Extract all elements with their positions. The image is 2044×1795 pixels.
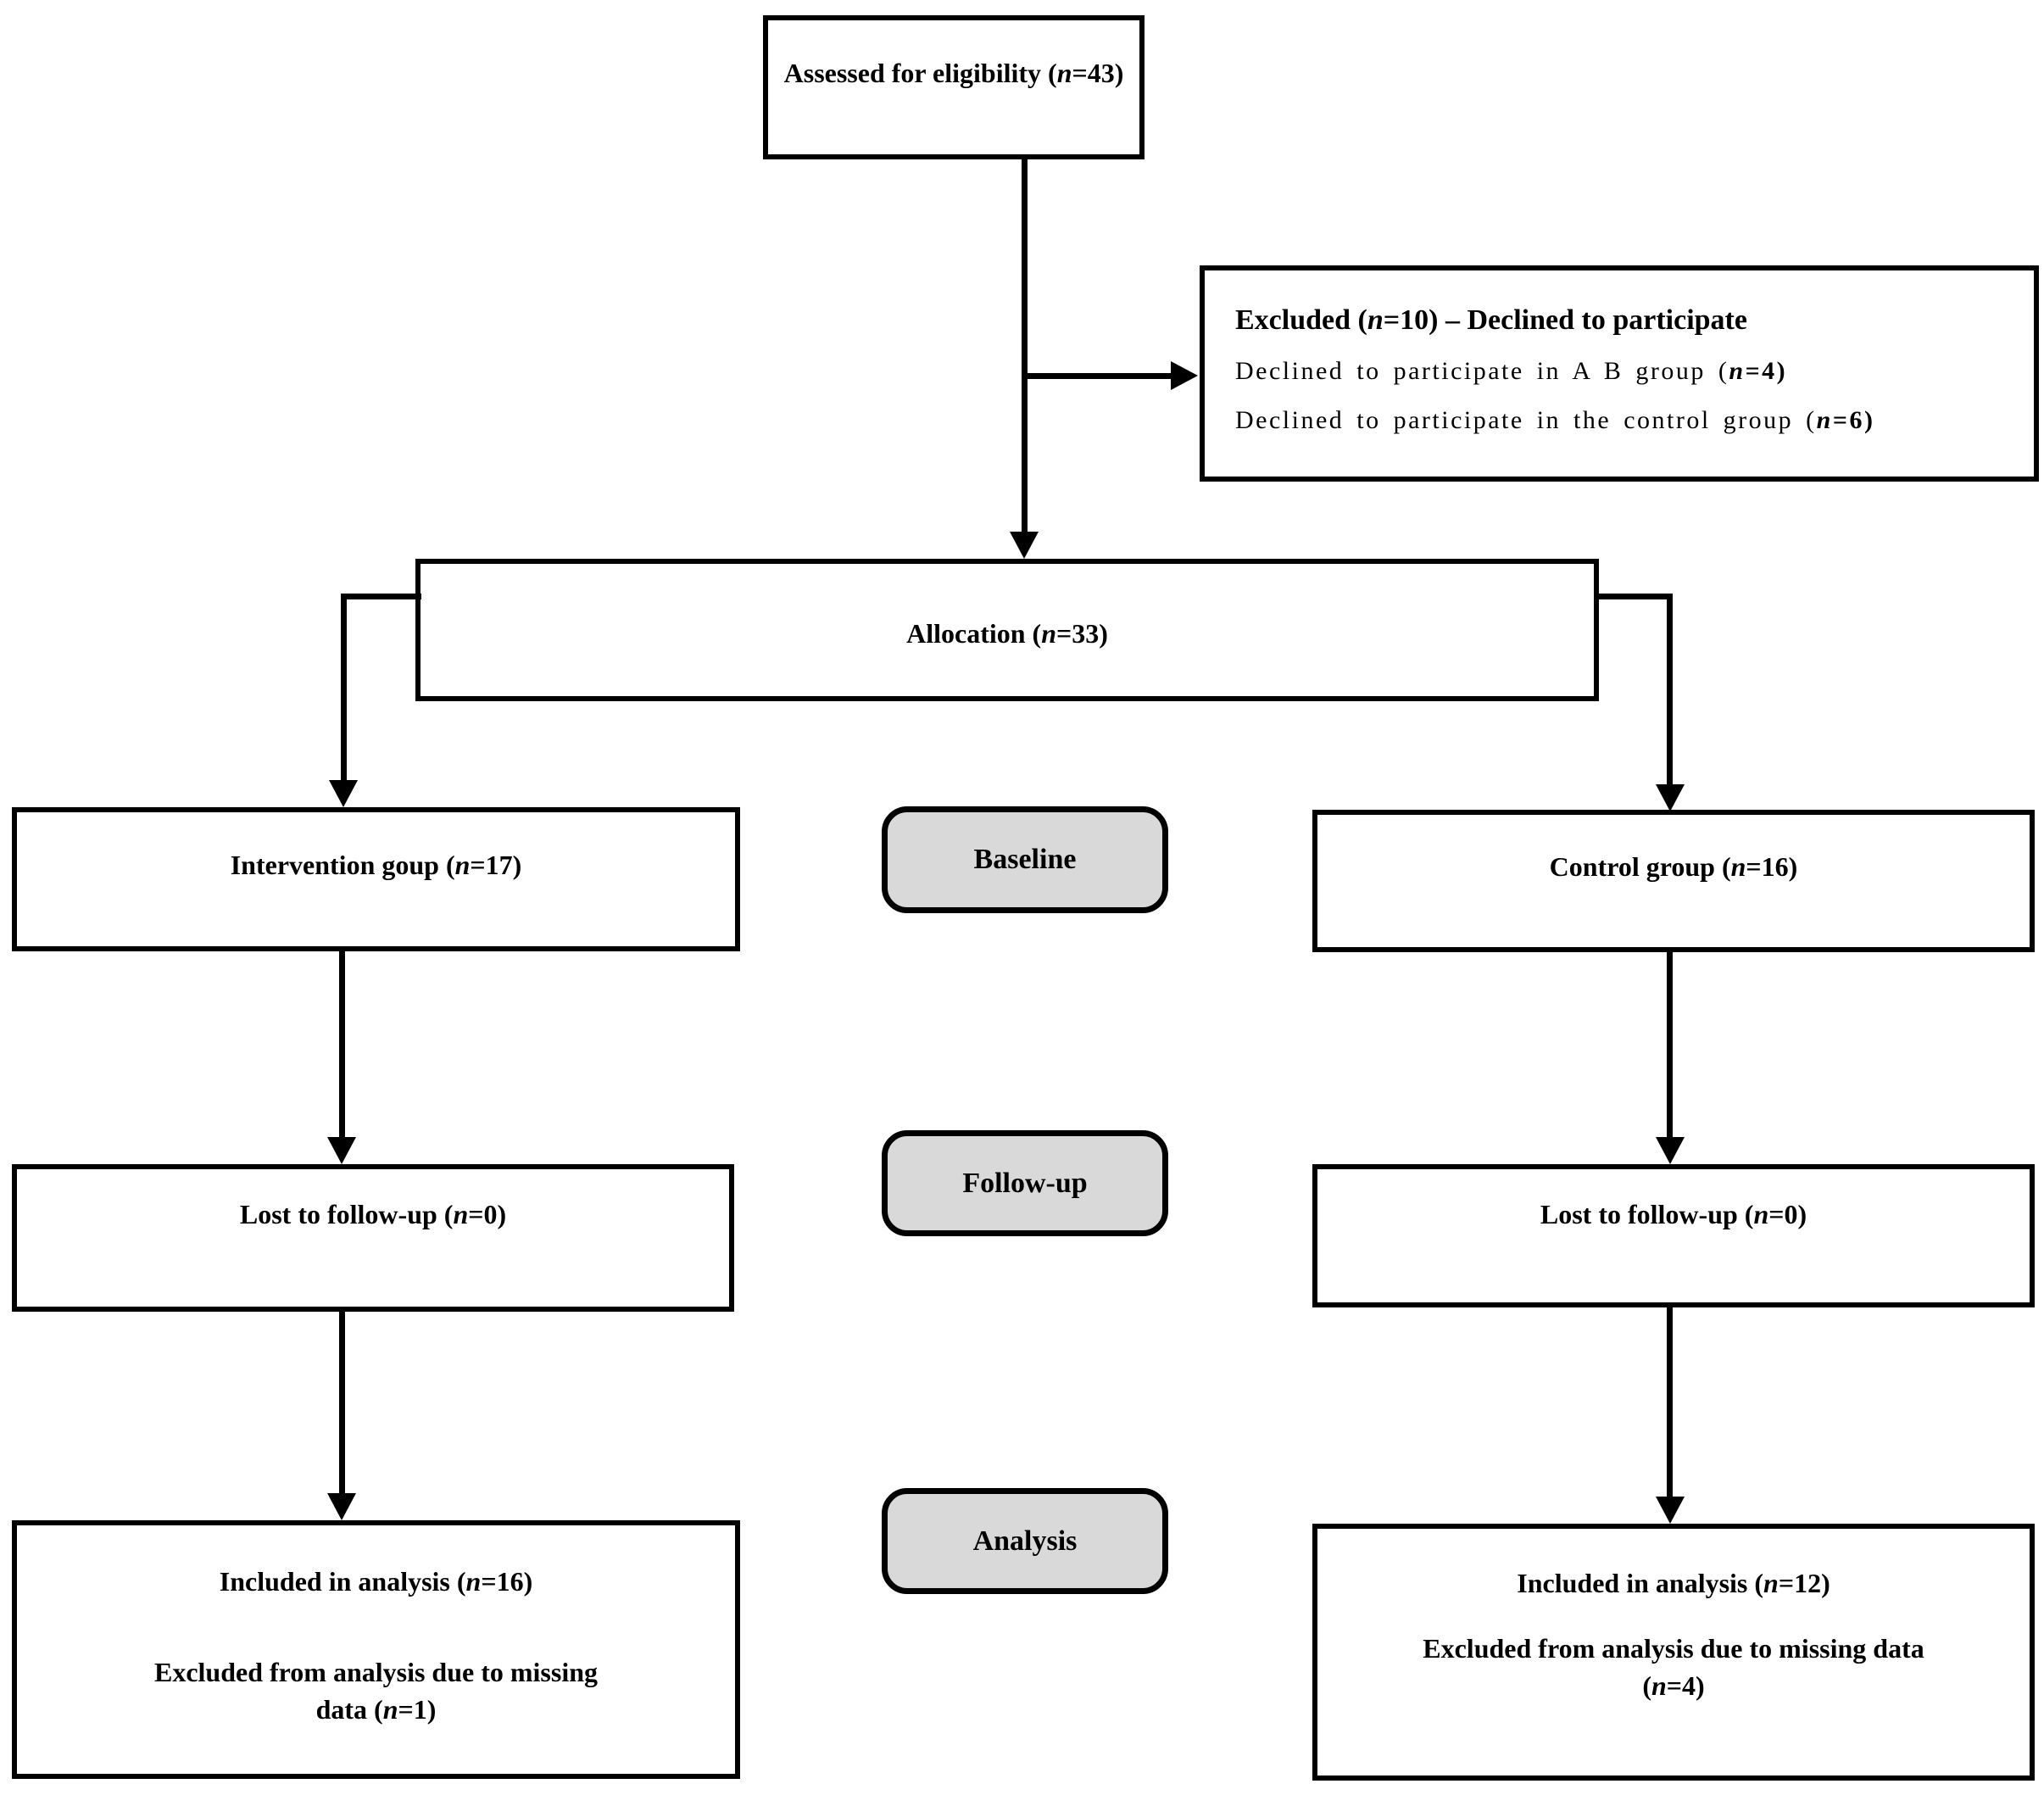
label-text: Excluded from analysis due to missing: [153, 1657, 599, 1687]
n-symbol: n: [453, 1199, 469, 1229]
n-symbol: n: [1753, 1199, 1769, 1229]
excluded-from-analysis-label: Excluded from analysis due to missing da…: [1317, 1630, 2030, 1667]
n-symbol: n: [382, 1694, 398, 1725]
label-text: =16): [481, 1566, 533, 1597]
line-allocation-left-horizontal: [341, 594, 421, 599]
excluded-from-analysis-label-line2: (n=4): [1317, 1667, 2030, 1704]
excluded-from-analysis-label: Excluded from analysis due to missing: [17, 1653, 735, 1691]
label-text: =10) – Declined to participate: [1383, 304, 1747, 336]
label-text: =0): [1768, 1199, 1807, 1229]
label-text: Excluded from analysis due to missing da…: [1423, 1633, 1924, 1664]
line-allocation-to-control: [1667, 594, 1673, 789]
label-text: =0): [468, 1199, 507, 1229]
line-control-to-lost: [1667, 952, 1673, 1142]
label-text: data (: [315, 1694, 383, 1725]
arrowhead-to-control: [1656, 784, 1685, 811]
lost-left-label: Lost to follow-up (n=0): [17, 1196, 729, 1233]
label-text: =4): [1745, 357, 1788, 385]
line-intervention-to-lost: [339, 951, 345, 1142]
label-text: =4): [1666, 1670, 1705, 1701]
label-text: Intervention goup (: [230, 850, 455, 880]
analysis-control-box: Included in analysis (n=12) Excluded fro…: [1312, 1524, 2035, 1781]
line-allocation-to-intervention: [341, 594, 347, 787]
allocation-label: Allocation (n=33): [420, 615, 1594, 652]
assessed-for-eligibility-box: Assessed for eligibility (n=43): [763, 15, 1145, 159]
line-lost-to-analysis-left: [339, 1312, 345, 1498]
label-text: =1): [398, 1694, 437, 1725]
excluded-from-analysis-label-line2: data (n=1): [17, 1691, 735, 1728]
excluded-box: Excluded (n=10) – Declined to participat…: [1200, 265, 2039, 482]
label-text: Declined to participate in the control g…: [1235, 406, 1817, 434]
label-text: Included in analysis (: [219, 1566, 466, 1597]
n-symbol: n: [454, 850, 471, 880]
excluded-reason-control-group: Declined to participate in the control g…: [1235, 403, 2017, 438]
n-symbol: n: [1041, 618, 1056, 649]
intervention-group-box: Intervention goup (n=17): [12, 807, 740, 951]
arrowhead-to-intervention: [329, 780, 358, 807]
n-symbol: n: [465, 1566, 482, 1597]
line-to-excluded: [1022, 373, 1171, 379]
label-text: Declined to participate in A B group (: [1235, 357, 1729, 385]
excluded-reason-ab-group: Declined to participate in A B group (n=…: [1235, 354, 2017, 389]
assessed-label: Assessed for eligibility (n=43): [768, 54, 1139, 92]
intervention-label: Intervention goup (n=17): [17, 846, 735, 884]
analysis-intervention-box: Included in analysis (n=16) Excluded fro…: [12, 1520, 740, 1779]
analysis-stage-label: Analysis: [882, 1488, 1168, 1594]
label-text: (: [1642, 1670, 1651, 1701]
n-symbol: n: [1367, 304, 1384, 336]
arrowhead-to-analysis-left: [327, 1493, 356, 1520]
n-symbol: n: [1763, 1568, 1779, 1598]
label-text: Excluded (: [1235, 304, 1367, 336]
control-label: Control group (n=16): [1317, 848, 2030, 885]
lost-to-followup-control-box: Lost to follow-up (n=0): [1312, 1164, 2035, 1307]
n-symbol: n: [1056, 58, 1072, 88]
allocation-box: Allocation (n=33): [415, 559, 1599, 701]
baseline-stage-label: Baseline: [882, 806, 1168, 913]
label-text: =17): [470, 850, 522, 880]
label-text: Allocation (: [906, 618, 1042, 649]
analysis-text: Analysis: [972, 1525, 1078, 1557]
label-text: Lost to follow-up (: [1540, 1199, 1754, 1229]
label-text: =33): [1056, 618, 1108, 649]
arrowhead-to-allocation: [1010, 532, 1039, 559]
followup-text: Follow-up: [962, 1167, 1088, 1199]
n-symbol: n: [1816, 406, 1833, 434]
label-text: =6): [1832, 406, 1875, 434]
followup-stage-label: Follow-up: [882, 1130, 1168, 1236]
lost-right-label: Lost to follow-up (n=0): [1317, 1196, 2030, 1233]
line-allocation-right-horizontal: [1598, 594, 1673, 599]
label-text: =16): [1746, 851, 1798, 882]
label-text: Assessed for eligibility (: [783, 58, 1057, 88]
n-symbol: n: [1651, 1670, 1667, 1701]
included-in-analysis-label: Included in analysis (n=16): [17, 1563, 735, 1600]
line-lost-to-analysis-right: [1667, 1307, 1673, 1502]
n-symbol: n: [1730, 851, 1746, 882]
lost-to-followup-intervention-box: Lost to follow-up (n=0): [12, 1164, 734, 1312]
label-text: Lost to follow-up (: [239, 1199, 454, 1229]
arrowhead-to-analysis-right: [1656, 1497, 1685, 1524]
included-in-analysis-label: Included in analysis (n=12): [1317, 1564, 2030, 1602]
label-text: Control group (: [1549, 851, 1731, 882]
excluded-title: Excluded (n=10) – Declined to participat…: [1235, 301, 2017, 340]
label-text: Included in analysis (: [1517, 1568, 1764, 1598]
baseline-text: Baseline: [973, 844, 1077, 875]
control-group-box: Control group (n=16): [1312, 810, 2035, 952]
arrowhead-to-lost-right: [1656, 1137, 1685, 1164]
arrowhead-to-lost-left: [327, 1137, 356, 1164]
label-text: =12): [1778, 1568, 1830, 1598]
n-symbol: n: [1729, 357, 1746, 385]
line-assessed-to-allocation: [1022, 159, 1028, 533]
arrowhead-to-excluded: [1171, 361, 1198, 390]
label-text: =43): [1072, 58, 1124, 88]
